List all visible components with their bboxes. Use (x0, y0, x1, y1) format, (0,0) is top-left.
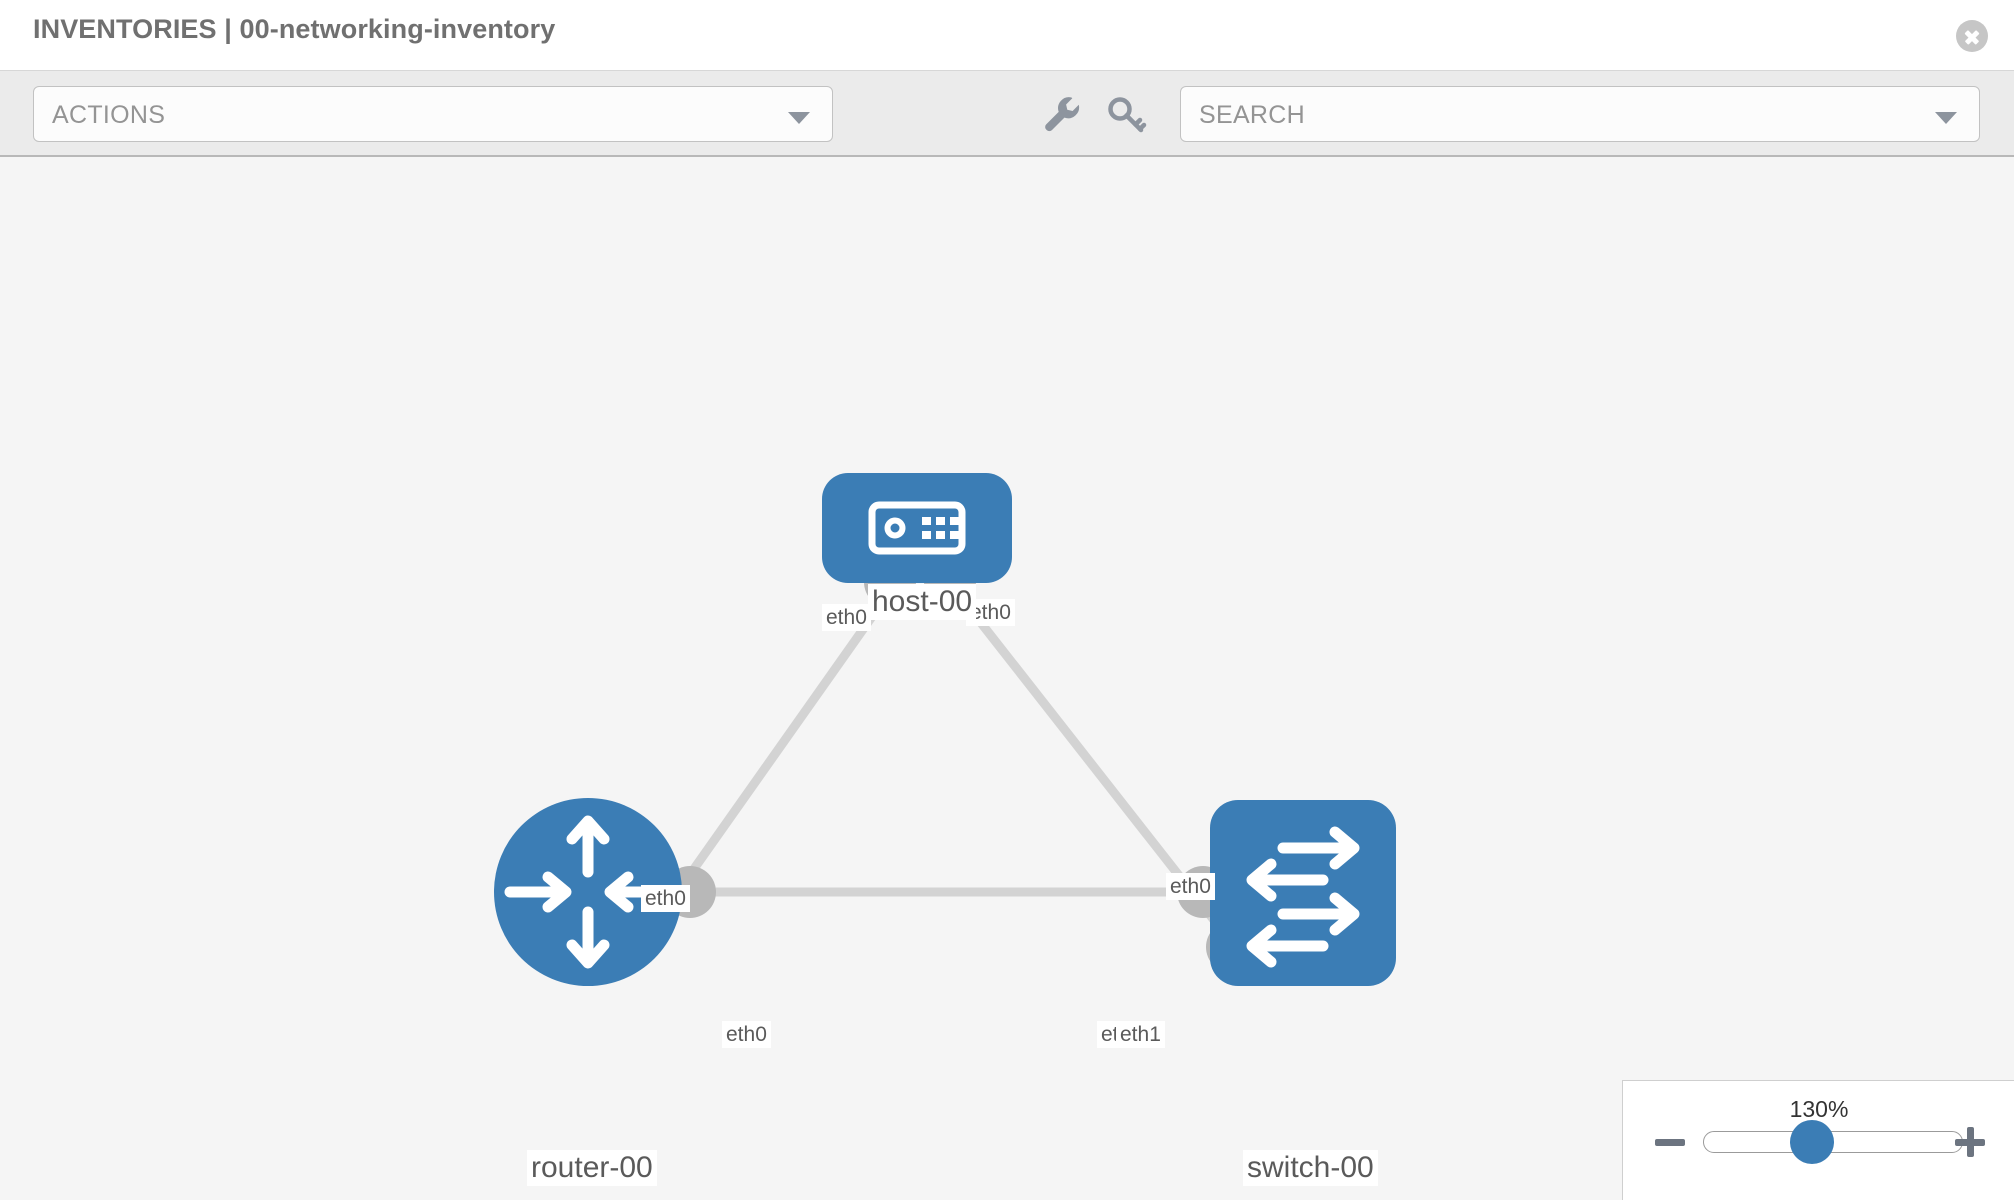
search-input[interactable]: SEARCH (1180, 86, 1980, 142)
interface-label: eth1 (1116, 1021, 1165, 1048)
topology-canvas[interactable]: eth0 eth0 eth0 eth0 eth0 eth eth1 host-0… (0, 157, 2014, 1200)
actions-dropdown[interactable]: ACTIONS (33, 86, 833, 142)
toolbar: ACTIONS SEARCH (0, 71, 2014, 157)
node-label-host-00: host-00 (868, 584, 977, 620)
chevron-down-icon (788, 112, 810, 124)
page-header: INVENTORIES | 00-networking-inventory (0, 0, 2014, 71)
edge-host00-router00 (656, 574, 904, 920)
interface-label: eth0 (966, 599, 1015, 626)
zoom-slider-thumb[interactable] (1790, 1120, 1834, 1164)
key-icon[interactable] (1104, 91, 1150, 137)
zoom-control-panel: 130% (1622, 1080, 2014, 1200)
interface-label: eth0 (822, 604, 871, 631)
wrench-icon[interactable] (1038, 91, 1084, 137)
plus-icon[interactable] (1953, 1125, 1987, 1159)
node-label-router-00: router-00 (527, 1150, 657, 1186)
node-router-00 (494, 798, 682, 986)
node-switch-00 (1210, 800, 1396, 986)
node-label-switch-00: switch-00 (1243, 1150, 1378, 1186)
search-placeholder: SEARCH (1199, 101, 1305, 129)
switch-arrows-icon (1246, 826, 1360, 968)
interface-label: eth0 (722, 1021, 771, 1048)
router-arrows-icon (504, 815, 672, 969)
server-icon (868, 501, 966, 555)
minus-icon[interactable] (1653, 1125, 1687, 1159)
close-icon[interactable] (1956, 20, 1988, 52)
page-title: INVENTORIES | 00-networking-inventory (33, 14, 556, 44)
topology-graph (494, 473, 1396, 986)
interface-label: eth0 (641, 885, 690, 912)
interface-label: eth0 (1166, 873, 1215, 900)
node-host-00 (822, 473, 1012, 583)
chevron-down-icon (1935, 112, 1957, 124)
topology-edges (656, 574, 1239, 950)
actions-dropdown-label: ACTIONS (52, 101, 166, 129)
zoom-level-value: 130% (1789, 1096, 1849, 1122)
